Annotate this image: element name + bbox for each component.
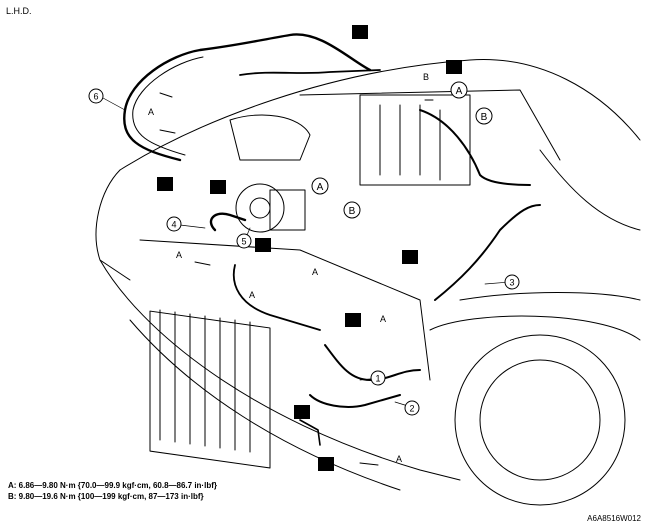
windshield-edge xyxy=(539,149,641,231)
torque-letter-b-1: B xyxy=(423,72,429,82)
ac-unit-detail xyxy=(379,104,441,181)
replace-badges: R R R R R R R R R xyxy=(157,25,462,471)
front-wheel xyxy=(454,334,626,506)
hood-line xyxy=(119,59,641,171)
ac-unit-body xyxy=(359,94,471,186)
part-number-1: 1 xyxy=(375,374,380,384)
torque-letter-a-2: A xyxy=(176,250,182,260)
radiator-support xyxy=(139,239,431,381)
firewall-line xyxy=(299,89,561,161)
part-number-3: 3 xyxy=(509,278,514,288)
circle-label-b-1: B xyxy=(481,112,488,123)
orientation-label: L.H.D. xyxy=(6,6,32,16)
torque-letter-a-6: A xyxy=(396,454,402,464)
replace-badge-1: R xyxy=(356,27,364,39)
part-number-circles xyxy=(88,88,520,416)
replace-badge-4: R xyxy=(214,182,222,194)
part-number-4: 4 xyxy=(171,220,176,230)
torque-circles xyxy=(311,81,493,219)
condenser-fins xyxy=(159,309,251,453)
torque-letter-a-1: A xyxy=(148,107,154,117)
right-fender xyxy=(459,292,641,301)
part-number-2: 2 xyxy=(409,404,414,414)
figure-id: A6A8516W012 xyxy=(587,514,641,523)
part-number-6: 6 xyxy=(93,92,98,102)
torque-letter-a-4: A xyxy=(312,267,318,277)
compressor-pulley xyxy=(235,183,285,233)
part-number-labels: 6 4 5 3 1 2 xyxy=(93,92,514,414)
torque-spec-b: B: 9.80—19.6 N·m {100—199 kgf·cm, 87—173… xyxy=(8,492,204,501)
strut-tower-left xyxy=(229,114,311,161)
replace-badge-6: R xyxy=(406,252,414,264)
front-wheel-hub xyxy=(479,359,601,481)
pipe-6-inner xyxy=(132,56,204,156)
compressor-body xyxy=(269,189,306,231)
leader-lines xyxy=(102,97,511,407)
torque-circle-labels: A B A B xyxy=(317,86,488,217)
circle-label-b-2: B xyxy=(349,206,356,217)
pipe-upper-firewall xyxy=(239,69,381,76)
bolt-a-mid-left xyxy=(194,261,211,266)
pipe-1 xyxy=(324,344,421,381)
circle-label-a-2: A xyxy=(317,182,324,193)
wheel-arch xyxy=(429,315,641,341)
left-fender xyxy=(95,169,131,281)
replace-badge-2: R xyxy=(450,62,458,74)
replace-badge-8: R xyxy=(298,407,306,419)
bolt-a-bottom xyxy=(359,462,379,466)
circle-label-a-1: A xyxy=(456,86,463,97)
replace-badge-3: R xyxy=(161,179,169,191)
replace-badge-5: R xyxy=(259,240,267,252)
torque-spec-a: A: 6.86—9.80 N·m {70.0—99.9 kgf·cm, 60.8… xyxy=(8,481,217,490)
pipe-3-upper xyxy=(419,109,531,186)
pipe-2 xyxy=(309,394,401,408)
pipe-4-discharge-hose xyxy=(209,212,247,232)
pipe-5 xyxy=(232,264,321,331)
torque-spec-legend: A: 6.86—9.80 N·m {70.0—99.9 kgf·cm, 60.8… xyxy=(8,480,217,502)
bumper-lower xyxy=(129,319,401,491)
replace-badge-9: R xyxy=(322,459,330,471)
bolt-a-top-left xyxy=(159,92,176,134)
pipe-6-suction-hose xyxy=(123,33,372,162)
torque-letter-a-5: A xyxy=(380,314,386,324)
front-bumper xyxy=(99,259,461,481)
pipe-3-liquid-line xyxy=(434,204,541,301)
compressor-clutch xyxy=(249,197,271,219)
torque-letter-a-3: A xyxy=(249,290,255,300)
replace-badge-7: R xyxy=(349,315,357,327)
part-number-5: 5 xyxy=(241,237,246,247)
pipe-lower-condenser xyxy=(299,419,321,446)
torque-letter-callouts: A A A A A A B xyxy=(148,72,429,464)
condenser-core xyxy=(149,310,271,469)
